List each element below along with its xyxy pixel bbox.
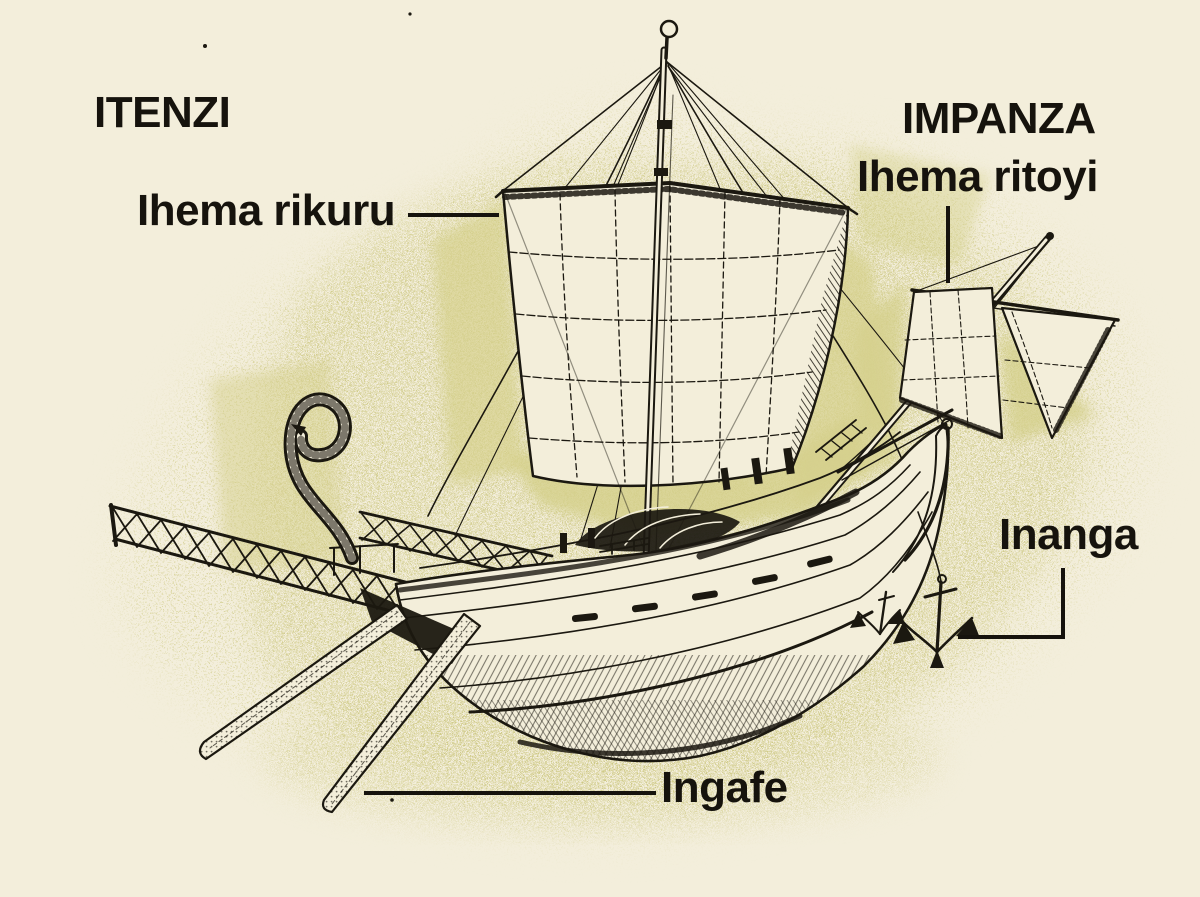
heading-impanza: IMPANZA: [902, 94, 1096, 143]
masthead-ball: [659, 19, 679, 39]
ship: [108, 12, 1120, 814]
label-main-sail: Ihema rikuru: [137, 186, 396, 235]
leader-lines: [364, 206, 1065, 795]
bow-stem: [836, 408, 954, 573]
heading-itenzi: ITENZI: [94, 88, 231, 137]
anchor: [850, 511, 980, 668]
steering-oars: [198, 588, 482, 814]
anchor-leader-line: [958, 568, 1065, 639]
main-sail: [494, 181, 859, 553]
label-small-sail: Ihema ritoyi: [857, 152, 1098, 201]
label-steering-oar: Ingafe: [661, 763, 788, 812]
small-sail: [898, 286, 1117, 440]
hull: [394, 408, 954, 763]
label-anchor: Inanga: [999, 510, 1138, 559]
deck-boat: [575, 506, 740, 552]
ink-specks: [203, 12, 412, 802]
secondary-anchor: [850, 590, 905, 636]
swan-neck-stern-ornament: [283, 392, 359, 565]
main-mast: [642, 19, 679, 564]
